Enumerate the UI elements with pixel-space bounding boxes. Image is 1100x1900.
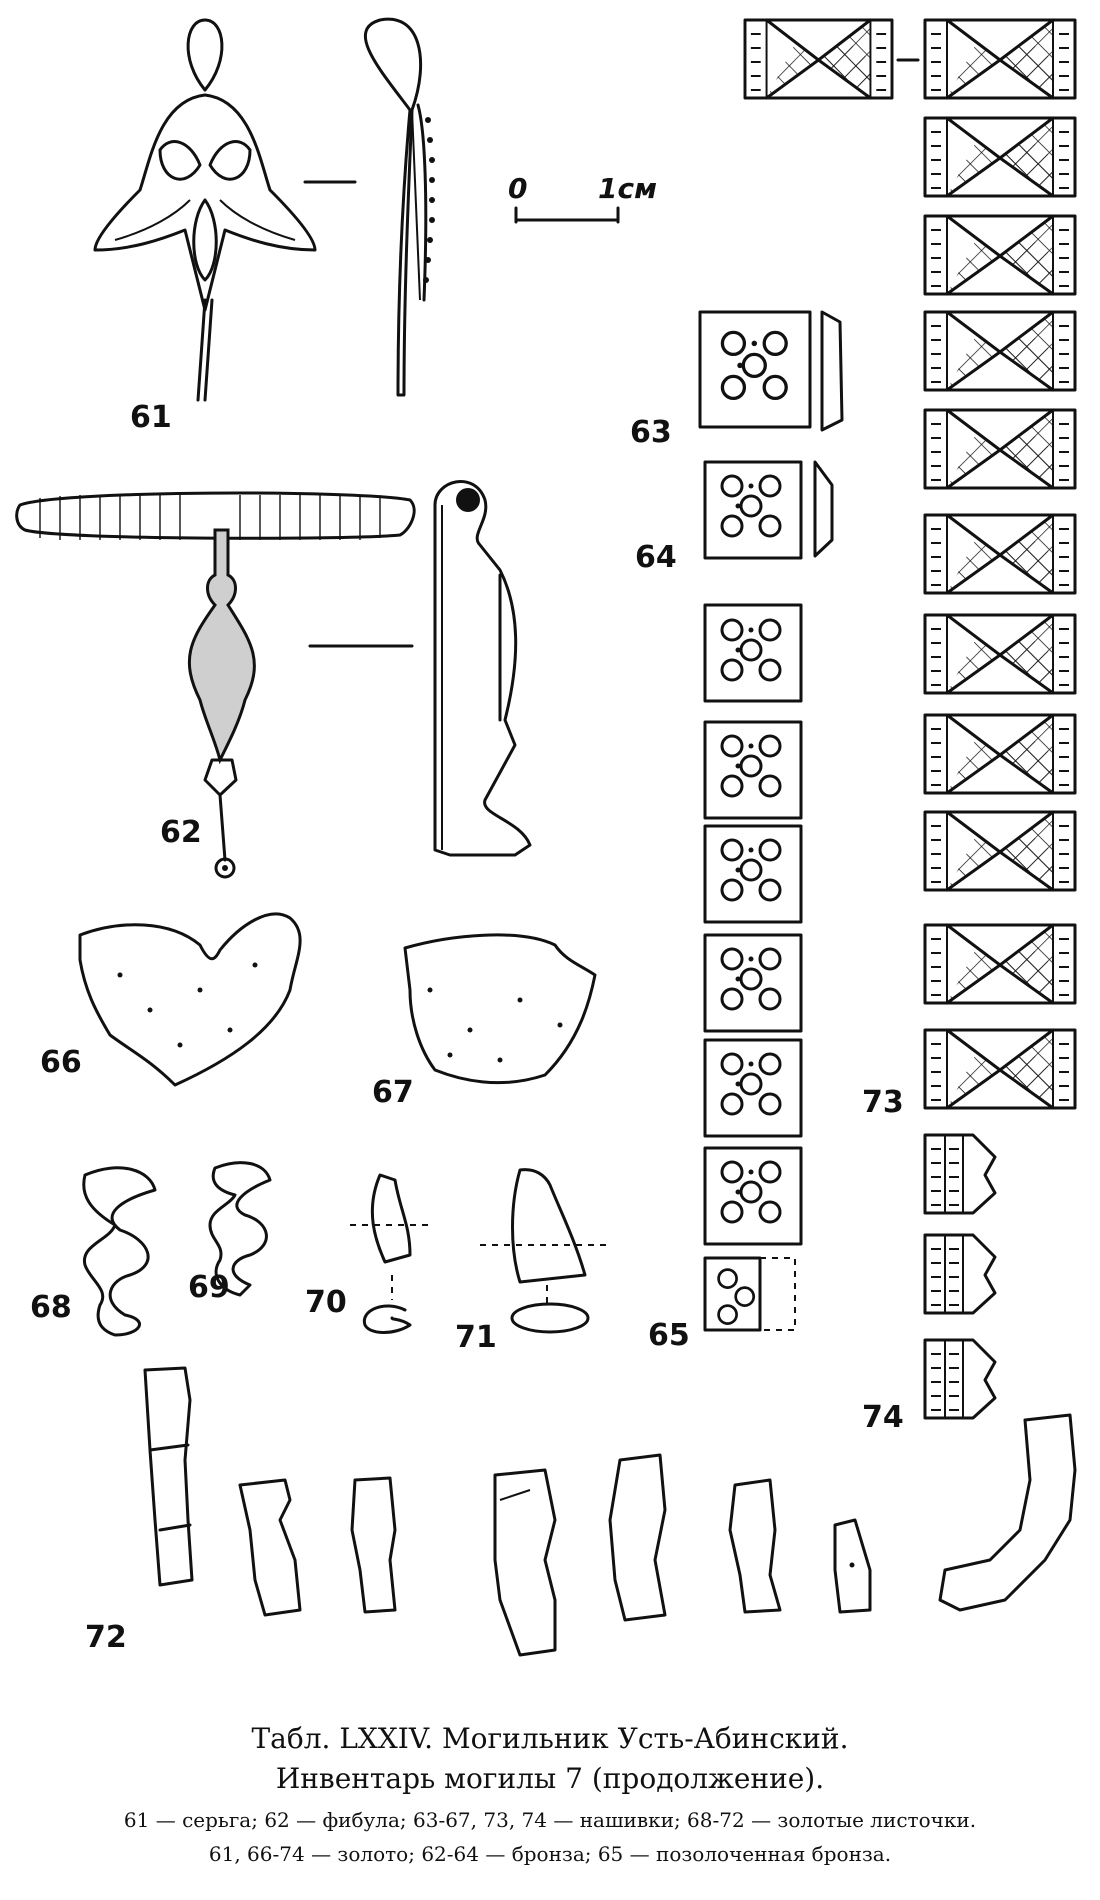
figure-number-62: 62 [160, 815, 202, 850]
caption-legend-types: 61 — серьга; 62 — фибула; 63-67, 73, 74 … [123, 1808, 977, 1832]
scale-bar [514, 206, 620, 224]
figure-number-63: 63 [630, 415, 672, 450]
plaque-74-group [923, 1133, 997, 1420]
archaeological-plate: 61 62 63 64 65 66 67 68 69 70 71 72 73 7… [15, 17, 1077, 1657]
figure-number-69: 69 [188, 1270, 230, 1305]
plaque-65-column [703, 603, 803, 1332]
caption-title: Табл. LXXIV. Могильник Усть-Абинский. [251, 1722, 849, 1755]
figure-number-66: 66 [40, 1045, 82, 1080]
plaque-73-chain [743, 18, 1077, 1110]
earring-profile-drawing [364, 17, 435, 397]
figure-number-65: 65 [648, 1318, 690, 1353]
figure-number-72: 72 [85, 1620, 127, 1655]
foil-72-strips [143, 1366, 1077, 1657]
figure-number-67: 67 [372, 1075, 414, 1110]
plaque-63-drawing [698, 310, 844, 432]
scale-bar-zero: 0 [508, 172, 528, 205]
figure-number-64: 64 [635, 540, 677, 575]
foil-71-drawing [480, 1168, 610, 1334]
plaque-66-drawing [78, 912, 302, 1087]
plaque-67-drawing [403, 933, 597, 1085]
fibula-profile-drawing [433, 480, 532, 857]
figure-number-73: 73 [862, 1085, 904, 1120]
caption-legend-materials: 61, 66-74 — золото; 62-64 — бронза; 65 —… [208, 1842, 892, 1866]
figure-number-61: 61 [130, 400, 172, 435]
figure-number-68: 68 [30, 1290, 72, 1325]
figure-number-74: 74 [862, 1400, 904, 1435]
scale-bar-unit: 1см [598, 172, 657, 205]
figure-number-71: 71 [455, 1320, 497, 1355]
foil-70-drawing [350, 1173, 430, 1334]
figure-number-70: 70 [305, 1285, 347, 1320]
foil-68-drawing [82, 1166, 157, 1337]
foil-69-drawing [208, 1161, 272, 1297]
caption-subtitle: Инвентарь могилы 7 (продолжение). [275, 1762, 825, 1795]
plate-drawings [15, 17, 1077, 1657]
earring-front-drawing [93, 18, 317, 402]
fibula-front-drawing [15, 491, 416, 879]
plaque-64-drawing [703, 460, 834, 560]
